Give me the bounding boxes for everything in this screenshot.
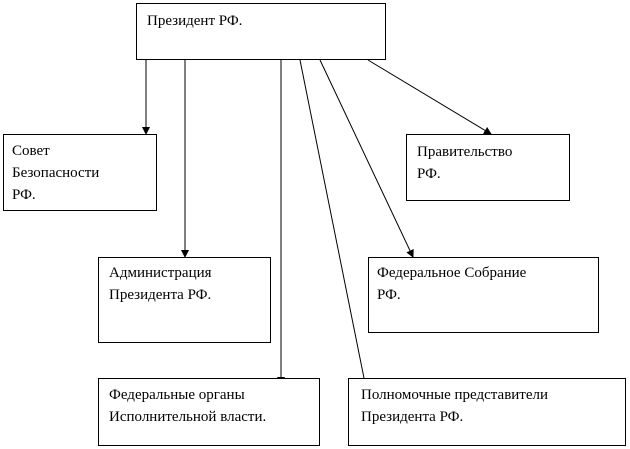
- node-federal-organs: Федеральные органы Исполнительной власти…: [98, 378, 320, 446]
- arrow-president-to-plenipotentiary-envoys: [299, 59, 371, 399]
- node-government: Правительство РФ.: [406, 134, 570, 201]
- arrow-president-to-government: [367, 59, 492, 135]
- node-federal-assembly: Федеральное Собрание РФ.: [368, 257, 599, 333]
- node-plenipotentiary-envoys: Полномочные представители Президента РФ.: [348, 378, 626, 446]
- node-administration: Администрация Президента РФ.: [98, 257, 271, 343]
- arrow-president-to-federal-assembly: [319, 59, 414, 258]
- node-president: Президент РФ.: [136, 3, 386, 60]
- node-security-council: Совет Безопасности РФ.: [3, 134, 157, 211]
